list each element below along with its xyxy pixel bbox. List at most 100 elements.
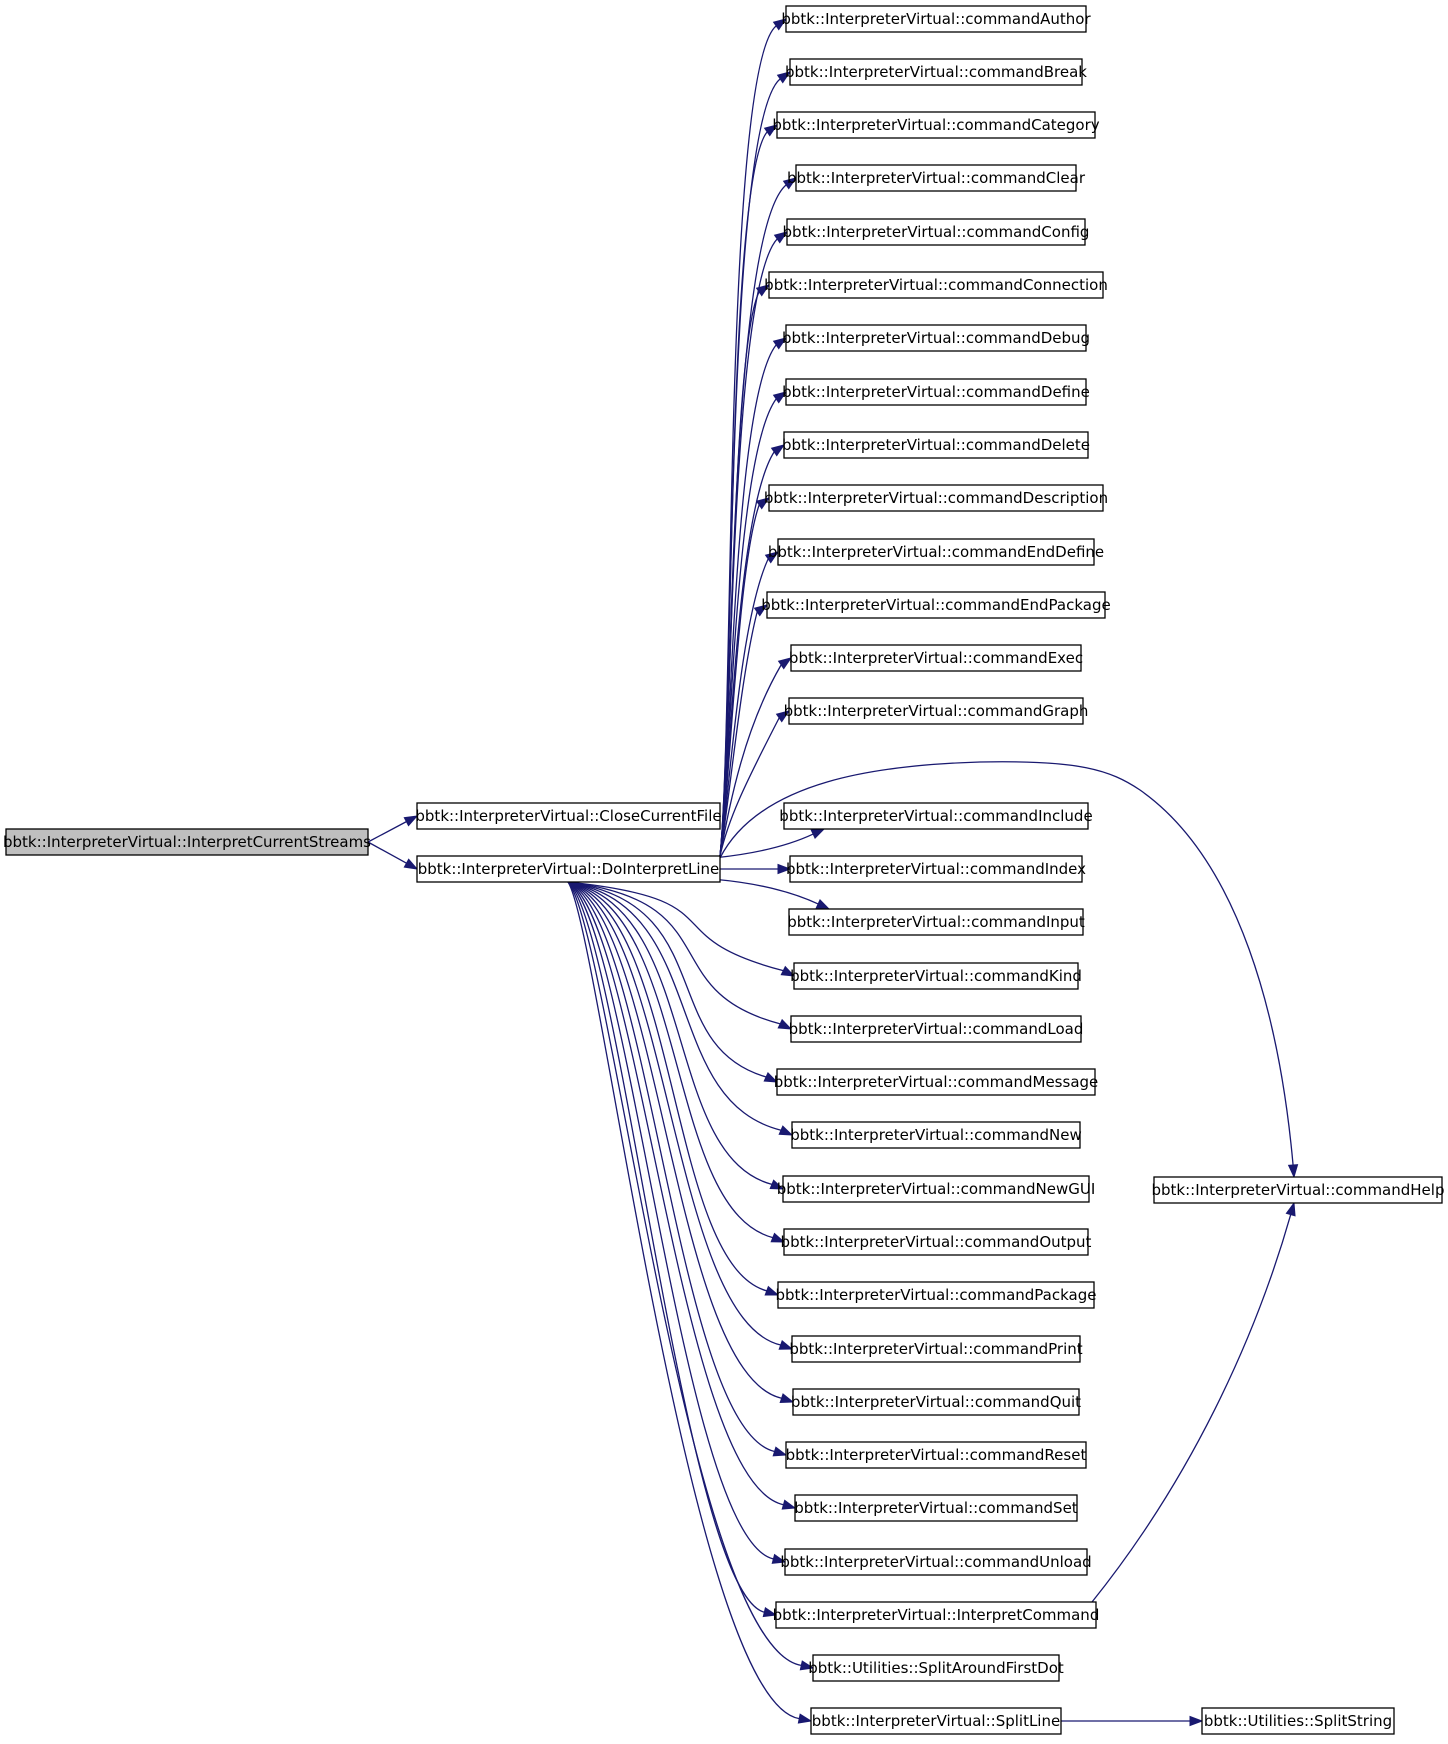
- node-label: bbtk::InterpreterVirtual::commandDescrip…: [764, 489, 1108, 507]
- node-box[interactable]: [812, 1654, 1060, 1682]
- node-box[interactable]: [783, 1228, 1089, 1256]
- node-command-end-define[interactable]: bbtk::InterpreterVirtual::commandEndDefi…: [768, 538, 1104, 566]
- node-label: bbtk::InterpreterVirtual::InterpretCurre…: [3, 833, 371, 851]
- node-command-graph[interactable]: bbtk::InterpreterVirtual::commandGraph: [784, 697, 1089, 725]
- node-box[interactable]: [791, 1335, 1081, 1363]
- node-command-output[interactable]: bbtk::InterpreterVirtual::commandOutput: [781, 1228, 1092, 1256]
- node-command-author[interactable]: bbtk::InterpreterVirtual::commandAuthor: [781, 5, 1091, 33]
- node-command-kind[interactable]: bbtk::InterpreterVirtual::commandKind: [790, 962, 1082, 990]
- edge-n2-c12: [719, 664, 782, 857]
- node-label: bbtk::InterpreterVirtual::DoInterpretLin…: [418, 860, 720, 878]
- node-box[interactable]: [789, 855, 1083, 883]
- node-command-help[interactable]: bbtk::InterpreterVirtual::commandHelp: [1152, 1176, 1445, 1204]
- node-box[interactable]: [768, 271, 1104, 299]
- node-box[interactable]: [784, 1548, 1088, 1576]
- node-command-unload[interactable]: bbtk::InterpreterVirtual::commandUnload: [780, 1548, 1092, 1576]
- node-command-end-package[interactable]: bbtk::InterpreterVirtual::commandEndPack…: [761, 591, 1111, 619]
- node-command-reset[interactable]: bbtk::InterpreterVirtual::commandReset: [785, 1441, 1087, 1469]
- node-box[interactable]: [794, 1494, 1078, 1522]
- node-command-print[interactable]: bbtk::InterpreterVirtual::commandPrint: [789, 1335, 1083, 1363]
- node-do-interpret-line[interactable]: bbtk::InterpreterVirtual::DoInterpretLin…: [416, 855, 721, 883]
- node-box[interactable]: [777, 538, 1095, 566]
- node-box[interactable]: [785, 378, 1087, 406]
- edge-n2-c1-arrowhead: [776, 71, 792, 84]
- node-box[interactable]: [1153, 1176, 1443, 1204]
- node-label: bbtk::InterpreterVirtual::commandInclude: [779, 807, 1092, 825]
- node-label: bbtk::InterpreterVirtual::InterpretComma…: [773, 1606, 1100, 1624]
- node-box[interactable]: [795, 164, 1077, 192]
- node-box[interactable]: [786, 218, 1086, 246]
- node-box[interactable]: [791, 1121, 1081, 1149]
- node-command-define[interactable]: bbtk::InterpreterVirtual::commandDefine: [782, 378, 1090, 406]
- node-command-message[interactable]: bbtk::InterpreterVirtual::commandMessage: [774, 1068, 1099, 1096]
- node-command-input[interactable]: bbtk::InterpreterVirtual::commandInput: [787, 908, 1085, 936]
- node-label: bbtk::InterpreterVirtual::commandInput: [787, 913, 1085, 931]
- node-box[interactable]: [5, 828, 369, 856]
- node-command-new[interactable]: bbtk::InterpreterVirtual::commandNew: [790, 1121, 1082, 1149]
- node-split-line[interactable]: bbtk::InterpreterVirtual::SplitLine: [810, 1707, 1062, 1735]
- node-label: bbtk::Utilities::SplitString: [1204, 1712, 1392, 1730]
- edge-n2-c19: [567, 881, 767, 1078]
- node-command-description[interactable]: bbtk::InterpreterVirtual::commandDescrip…: [764, 484, 1108, 512]
- node-command-category[interactable]: bbtk::InterpreterVirtual::commandCategor…: [772, 111, 1100, 139]
- node-box[interactable]: [788, 908, 1084, 936]
- node-box[interactable]: [1201, 1707, 1395, 1735]
- node-box[interactable]: [776, 111, 1096, 139]
- node-box[interactable]: [766, 591, 1106, 619]
- edge-n2-h-arrowhead: [1287, 1164, 1299, 1179]
- node-box[interactable]: [785, 324, 1087, 352]
- node-box[interactable]: [790, 644, 1082, 672]
- node-box[interactable]: [782, 1175, 1090, 1203]
- node-label: bbtk::InterpreterVirtual::CloseCurrentFi…: [415, 807, 721, 825]
- node-box[interactable]: [783, 431, 1089, 459]
- edge-n2-c3-arrowhead: [782, 177, 798, 190]
- edge-n0-n2-arrowhead: [403, 858, 419, 870]
- node-command-clear[interactable]: bbtk::InterpreterVirtual::commandClear: [787, 164, 1086, 192]
- node-box[interactable]: [783, 802, 1089, 830]
- node-interpret-command[interactable]: bbtk::InterpreterVirtual::InterpretComma…: [773, 1601, 1100, 1629]
- node-command-package[interactable]: bbtk::InterpreterVirtual::commandPackage: [776, 1281, 1097, 1309]
- node-command-connection[interactable]: bbtk::InterpreterVirtual::commandConnect…: [764, 271, 1108, 299]
- edge-n2-c14-arrowhead: [810, 828, 826, 840]
- edge-n2-c13: [719, 717, 780, 857]
- node-box[interactable]: [810, 1707, 1062, 1735]
- node-label: bbtk::InterpreterVirtual::commandOutput: [781, 1233, 1092, 1251]
- edge-n2-c17: [567, 881, 784, 972]
- node-label: bbtk::Utilities::SplitAroundFirstDot: [808, 1659, 1064, 1677]
- node-box[interactable]: [768, 484, 1104, 512]
- node-box[interactable]: [785, 1441, 1087, 1469]
- node-command-include[interactable]: bbtk::InterpreterVirtual::commandInclude: [779, 802, 1093, 830]
- edge-n2-c11: [719, 611, 758, 857]
- node-command-debug[interactable]: bbtk::InterpreterVirtual::commandDebug: [782, 324, 1090, 352]
- node-command-set[interactable]: bbtk::InterpreterVirtual::commandSet: [794, 1494, 1078, 1522]
- node-command-delete[interactable]: bbtk::InterpreterVirtual::commandDelete: [782, 431, 1090, 459]
- node-command-break[interactable]: bbtk::InterpreterVirtual::commandBreak: [785, 58, 1087, 86]
- node-label: bbtk::InterpreterVirtual::commandIndex: [786, 860, 1086, 878]
- node-command-new-gui[interactable]: bbtk::InterpreterVirtual::commandNewGUI: [777, 1175, 1096, 1203]
- node-interpret-current-streams[interactable]: bbtk::InterpreterVirtual::InterpretCurre…: [3, 828, 371, 856]
- node-command-index[interactable]: bbtk::InterpreterVirtual::commandIndex: [786, 855, 1086, 883]
- node-box[interactable]: [793, 962, 1079, 990]
- node-command-quit[interactable]: bbtk::InterpreterVirtual::commandQuit: [791, 1388, 1081, 1416]
- node-box[interactable]: [788, 697, 1084, 725]
- node-label: bbtk::InterpreterVirtual::commandClear: [787, 169, 1086, 187]
- node-box[interactable]: [416, 802, 721, 830]
- node-box[interactable]: [792, 1388, 1080, 1416]
- node-box[interactable]: [776, 1068, 1096, 1096]
- node-command-exec[interactable]: bbtk::InterpreterVirtual::commandExec: [789, 644, 1083, 672]
- node-box[interactable]: [785, 5, 1087, 33]
- node-command-load[interactable]: bbtk::InterpreterVirtual::commandLoad: [789, 1015, 1084, 1043]
- node-label: bbtk::InterpreterVirtual::commandQuit: [791, 1393, 1081, 1411]
- edge-n2-c24-arrowhead: [778, 1339, 794, 1350]
- node-split-string[interactable]: bbtk::Utilities::SplitString: [1201, 1707, 1395, 1735]
- edge-n2-c8-arrowhead: [770, 444, 786, 457]
- node-close-current-file[interactable]: bbtk::InterpreterVirtual::CloseCurrentFi…: [415, 802, 722, 830]
- node-split-around-first-dot[interactable]: bbtk::Utilities::SplitAroundFirstDot: [808, 1654, 1064, 1682]
- node-box[interactable]: [790, 1015, 1082, 1043]
- node-command-config[interactable]: bbtk::InterpreterVirtual::commandConfig: [783, 218, 1090, 246]
- node-label: bbtk::InterpreterVirtual::commandConfig: [783, 223, 1090, 241]
- node-box[interactable]: [789, 58, 1083, 86]
- node-box[interactable]: [416, 855, 721, 883]
- node-box[interactable]: [777, 1281, 1095, 1309]
- node-box[interactable]: [775, 1601, 1097, 1629]
